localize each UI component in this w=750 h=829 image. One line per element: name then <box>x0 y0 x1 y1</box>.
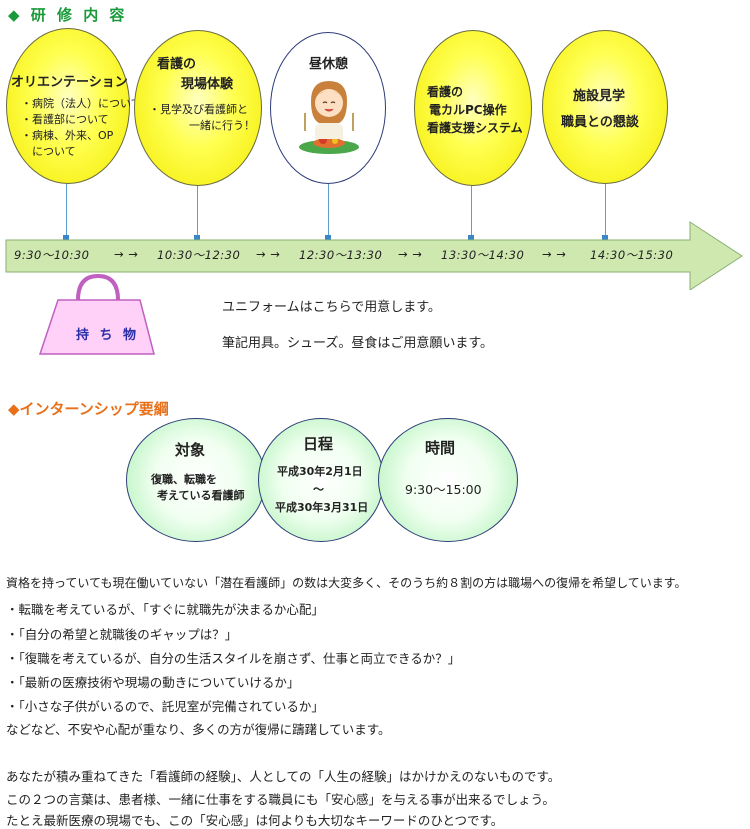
circle-text: 平成30年3月31日 <box>275 501 369 514</box>
timeline-time: 13:30〜14:30 <box>441 248 525 262</box>
bubble-title: オリエンテーション <box>11 75 128 90</box>
bubble-item: ・見学及び看護師と <box>149 103 248 116</box>
timeline-time: 10:30〜12:30 <box>157 248 241 262</box>
timeline-marker <box>468 235 474 241</box>
bubble-title: 昼休憩 <box>309 57 349 72</box>
timeline-stem <box>197 186 198 238</box>
timeline-arrows: → → <box>398 247 423 261</box>
body-paragraph: 資格を持っていても現在働いていない「潜在看護師」の数は大変多く、そのうち約８割の… <box>6 576 687 590</box>
bubble-title: 看護の <box>427 85 464 99</box>
circle-dates: 日程 平成30年2月1日 〜 平成30年3月31日 <box>258 418 384 542</box>
bubble-ehr-operation: 看護の 電カルPC操作 看護支援システム <box>414 30 532 186</box>
timeline-arrows: → → <box>114 247 139 261</box>
timeline-marker <box>194 235 200 241</box>
bubble-item: について <box>21 145 76 158</box>
bubble-lunch-break: 昼休憩 <box>270 32 386 184</box>
circle-title: 時間 <box>425 439 456 457</box>
circle-title: 対象 <box>175 441 206 459</box>
timeline-time: 9:30〜10:30 <box>14 248 90 262</box>
timeline-stem <box>66 184 67 238</box>
bubble-item: ・病院（法人）について <box>21 97 142 110</box>
circle-target: 対象 復職、転職を 考えている看護師 <box>126 418 266 542</box>
bubble-field-experience: 看護の 現場体験 ・見学及び看護師と 一緒に行う！ <box>134 30 262 186</box>
body-bullet: ・「自分の希望と就職後のギャップは？」 <box>6 627 238 642</box>
timeline-time: 14:30〜15:30 <box>590 248 674 262</box>
bag-icon <box>38 273 155 355</box>
bubble-title: 電カルPC操作 <box>429 103 507 117</box>
body-bullet: ・「復職を考えているが、自分の生活スタイルを崩さず、仕事と両立できるか？」 <box>6 651 461 666</box>
timeline-marker <box>325 235 331 241</box>
timeline-arrows: → → <box>542 247 567 261</box>
circle-text: 平成30年2月1日 <box>277 465 363 478</box>
belongings-note: ユニフォームはこちらで用意します。 <box>222 300 441 315</box>
section-title-internship: ◆インターンシップ要綱 <box>8 400 169 418</box>
bubble-item: ・病棟、外来、OP <box>21 129 114 142</box>
circle-text: 〜 <box>313 483 324 496</box>
timeline-marker <box>602 235 608 241</box>
timeline-stem <box>328 184 329 238</box>
timeline-stem <box>605 184 606 238</box>
body-bullet: ・「最新の医療技術や現場の動きについていけるか」 <box>6 675 300 690</box>
circle-text: 考えている看護師 <box>157 489 245 502</box>
body-paragraph: たとえ最新医療の現場でも、この「安心感」は何よりも大切なキーワードのひとつです。 <box>6 813 504 828</box>
bubble-orientation: オリエンテーション ・病院（法人）について ・看護部について ・病棟、外来、OP… <box>6 28 142 184</box>
bubble-title: 看護の <box>157 57 197 72</box>
bubble-item: 一緒に行う！ <box>189 119 255 132</box>
bubble-title: 施設見学 <box>573 89 626 104</box>
belongings-note: 筆記用具。シューズ。昼食はご用意願います。 <box>222 336 494 351</box>
timeline-marker <box>63 235 69 241</box>
body-bullet: ・「小さな子供がいるので、託児室が完備されているか」 <box>6 699 324 714</box>
body-paragraph: あなたが積み重ねてきた「看護師の経験」、人としての「人生の経験」はかけかえのない… <box>6 769 561 784</box>
timeline-stem <box>471 186 472 238</box>
circle-text: 9:30〜15:00 <box>405 482 482 497</box>
belongings-label: 持 ち 物 <box>76 328 140 343</box>
body-paragraph: この２つの言葉は、患者様、一緒に仕事をする職員にも「安心感」を与える事が出来るで… <box>6 792 555 807</box>
section-title-training: ◆ 研 修 内 容 <box>8 6 128 24</box>
bubble-facility-tour: 施設見学 職員との懇談 <box>542 30 668 184</box>
circle-text: 復職、転職を <box>151 473 217 486</box>
circle-title: 日程 <box>303 435 334 453</box>
bubble-title: 現場体験 <box>181 77 234 92</box>
timeline-arrows: → → <box>256 247 281 261</box>
bubble-title: 職員との懇談 <box>561 115 639 130</box>
bubble-item: ・看護部について <box>21 113 109 126</box>
bubble-title: 看護支援システム <box>427 121 523 135</box>
body-bullet: ・転職を考えているが、「すぐに就職先が決まるか心配」 <box>6 602 324 617</box>
circle-time: 時間 9:30〜15:00 <box>378 418 518 542</box>
body-paragraph: などなど、不安や心配が重なり、多くの方が復帰に躊躇しています。 <box>6 722 391 737</box>
timeline-time: 12:30〜13:30 <box>299 248 383 262</box>
timeline-arrow <box>5 221 743 290</box>
lunch-girl-icon <box>299 81 359 154</box>
